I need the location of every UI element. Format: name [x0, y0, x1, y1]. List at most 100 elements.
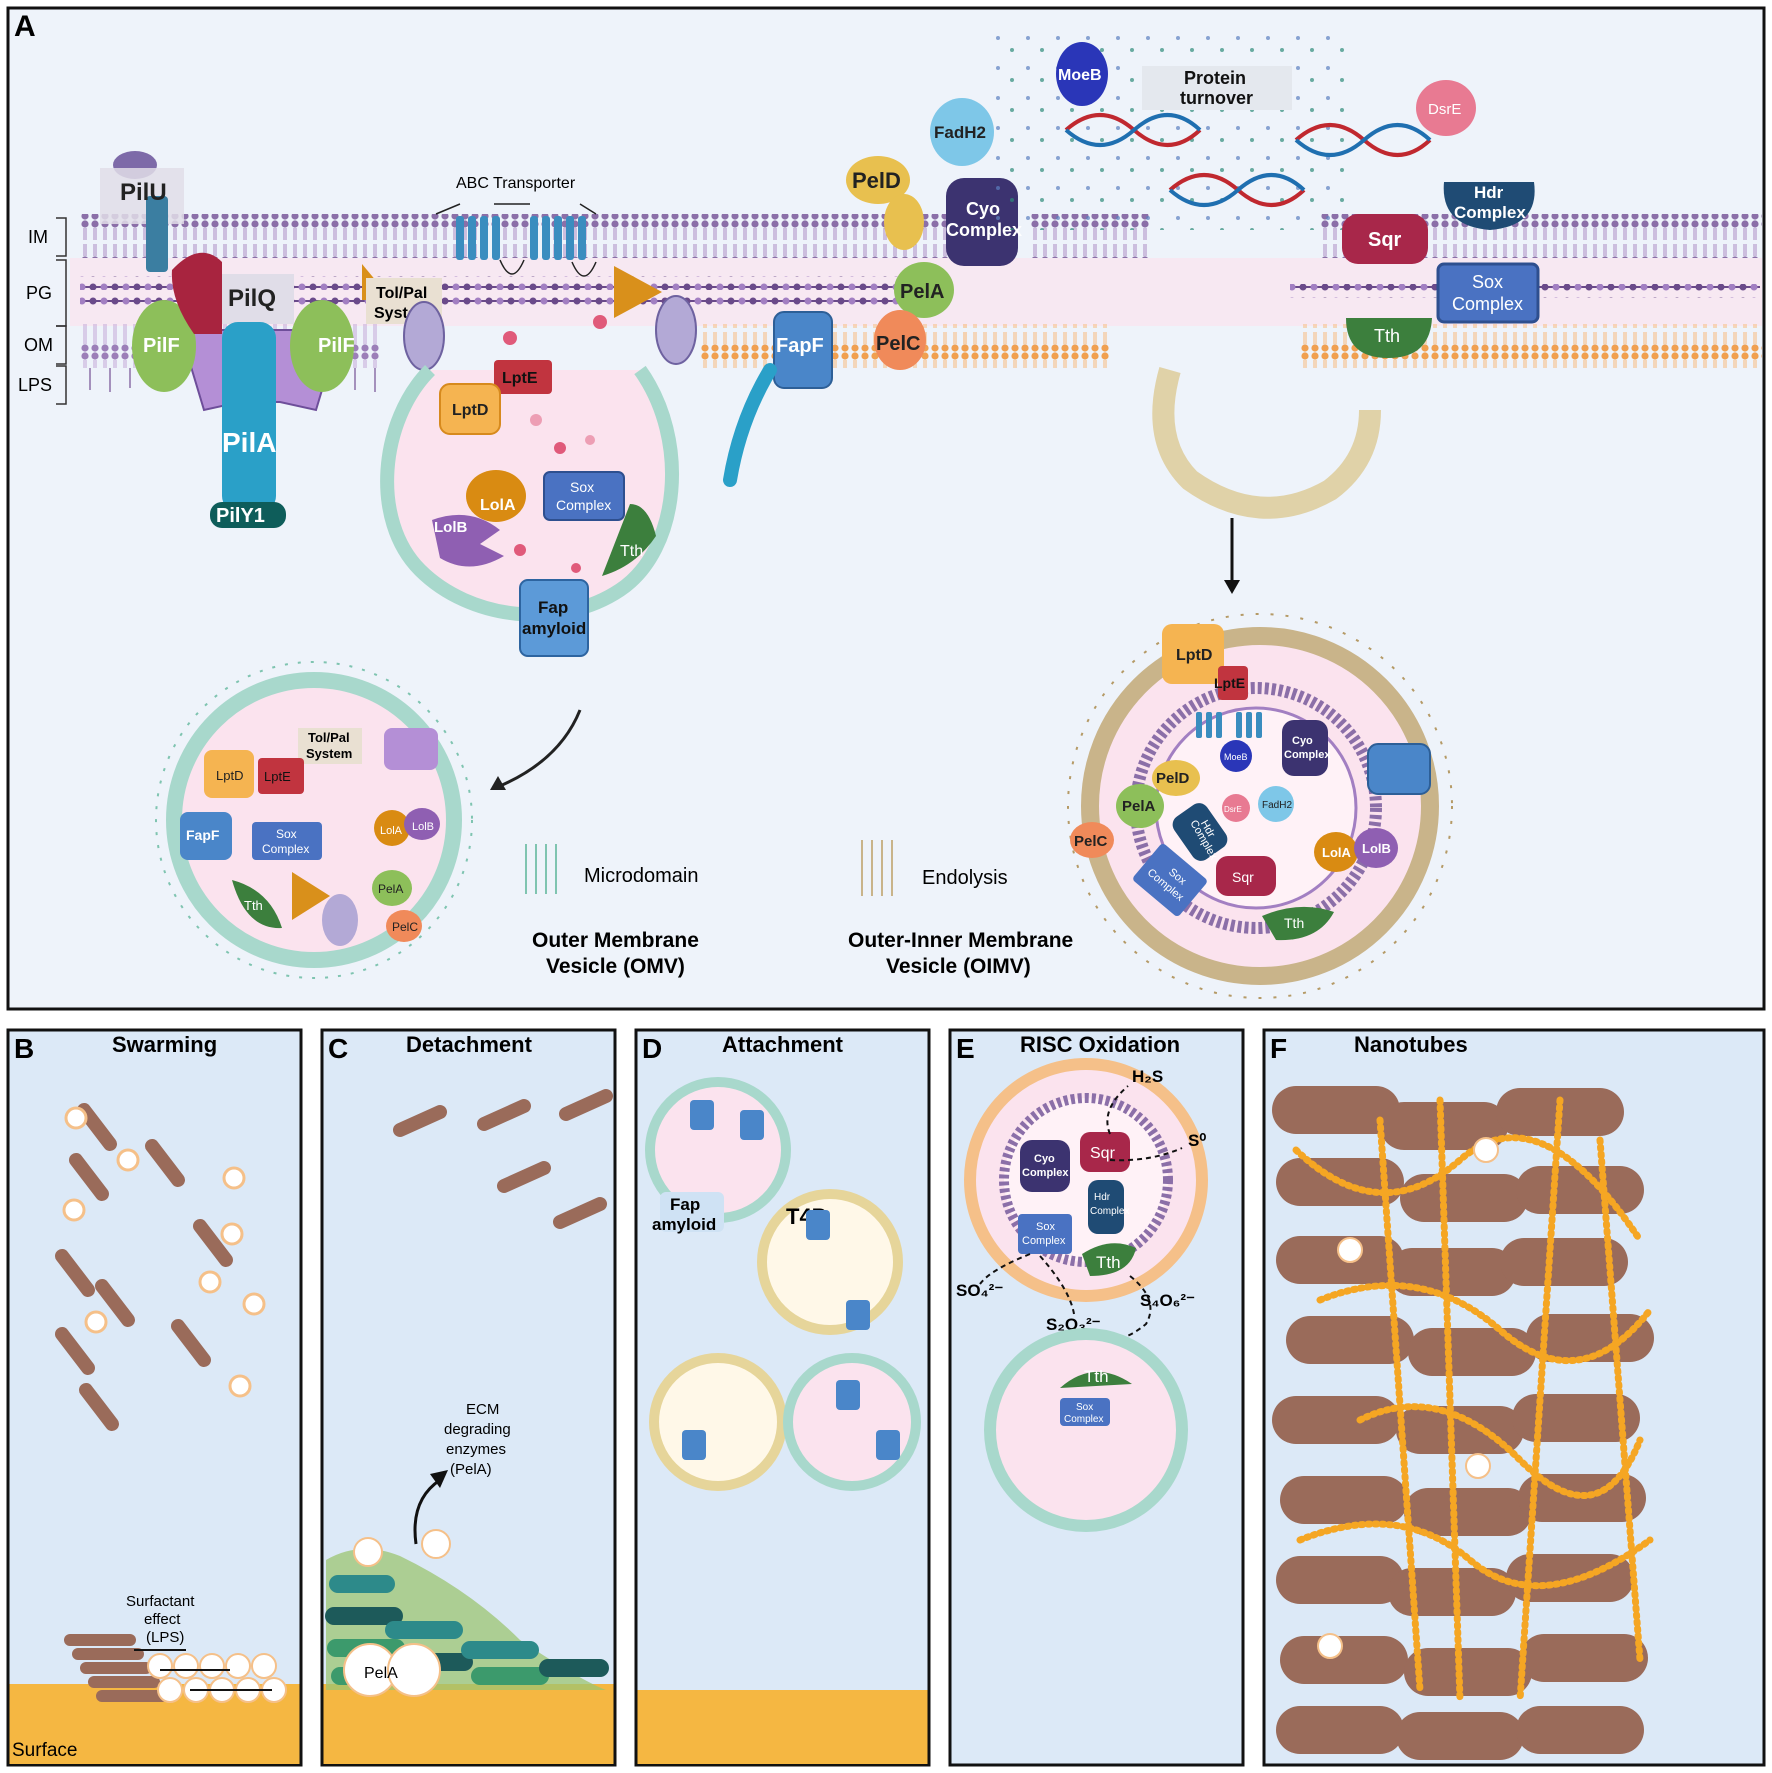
- s4o6-label: S₄O₆²⁻: [1140, 1291, 1195, 1310]
- omv-bud-membrane: [380, 365, 679, 622]
- omv-tolpal-box: [298, 728, 362, 764]
- surfactant-label-3: (LPS): [146, 1629, 184, 1646]
- microdomain-label: Microdomain: [584, 865, 698, 887]
- d-fap-label-2: amyloid: [652, 1215, 716, 1234]
- pilf-left: [132, 300, 196, 392]
- lpte-label: LptE: [502, 370, 538, 387]
- oimv-peld-label: PelD: [1156, 770, 1190, 787]
- oimv-hdr: [1172, 803, 1228, 861]
- omv-tolpal-1: Tol/Pal: [308, 730, 350, 745]
- omv-sox-2: Complex: [262, 842, 309, 856]
- hdr-complex: [1443, 182, 1535, 230]
- d-vesicle-3: [649, 1353, 787, 1491]
- pilf-right: [290, 300, 354, 392]
- oimv-lolb: [1354, 828, 1398, 868]
- pelc-label: PelC: [876, 333, 920, 355]
- red-protein: [171, 252, 222, 334]
- oimv-lptd: [1162, 624, 1224, 684]
- oimv-abc: [1196, 712, 1262, 738]
- omv-title-1: Outer Membrane: [532, 929, 699, 952]
- abc-loops: [435, 203, 597, 277]
- panel-f-letter: F: [1270, 1033, 1287, 1064]
- surface-vesicles: [147, 1653, 287, 1703]
- omv-pilq: [384, 728, 438, 770]
- oimv-pelc-label: PelC: [1074, 833, 1108, 850]
- oimv-sqr: [1216, 856, 1276, 896]
- sox-box-right: [1436, 262, 1540, 324]
- omv-lptd: [204, 750, 254, 798]
- turnover-label-2: turnover: [1180, 88, 1253, 108]
- c-vesicles: [343, 1529, 451, 1697]
- sqr-box: [1342, 214, 1428, 264]
- omv-lpte-label: LptE: [264, 769, 291, 784]
- hdr-label-2: Complex: [1454, 203, 1526, 222]
- lolb-protein: [432, 514, 504, 567]
- oimv-outer-spikes: [1067, 613, 1453, 999]
- tth-omv-label: Tth: [620, 543, 643, 560]
- omv-triangle: [292, 872, 330, 920]
- surface-label: Surface: [12, 1740, 77, 1761]
- oimv-moeb-label: MoeB: [1224, 752, 1248, 762]
- e-sqr: [1080, 1132, 1130, 1172]
- e-tth-label: Tth: [1096, 1253, 1121, 1272]
- moeb-protein: [1056, 42, 1108, 106]
- oimv-pela: [1116, 784, 1164, 828]
- oimv-tth-label: Tth: [1284, 915, 1304, 931]
- fap-amyloid-box: [519, 579, 589, 657]
- omv-lolb: [404, 808, 440, 840]
- endolysis-label: Endolysis: [922, 867, 1008, 889]
- omv-pela-label: PelA: [378, 882, 403, 896]
- d-barrels: [682, 1100, 900, 1460]
- swarming-cells: [55, 1103, 233, 1431]
- oimv-sqr-label: Sqr: [1232, 869, 1254, 885]
- panel-c-title: Detachment: [406, 1032, 533, 1057]
- pilu-label: PilU: [120, 179, 167, 206]
- turnover-box: [1142, 66, 1292, 110]
- omv-lola: [374, 810, 410, 846]
- e-omv-tth: [1060, 1371, 1132, 1388]
- fap-label-1: Fap: [538, 598, 568, 617]
- surfactant-label-2: effect: [144, 1611, 181, 1628]
- panel-d-surface: [637, 1690, 928, 1764]
- sox-box-omv: [543, 471, 625, 521]
- e-omv-sox-label-1: Sox: [1076, 1402, 1093, 1413]
- pilq-label: PilQ: [228, 285, 276, 312]
- detached-cells: [393, 1089, 613, 1229]
- omv-lptd-label: LptD: [216, 768, 243, 783]
- pela-label: PelA: [900, 281, 944, 303]
- omv-tth: [232, 880, 282, 929]
- turnover-label-1: Protein: [1184, 68, 1246, 88]
- microdomain-legend-icon: [525, 844, 557, 894]
- e-hdr: [1088, 1180, 1124, 1234]
- fadh2-label: FadH2: [934, 123, 986, 142]
- d-fap-label-1: Fap: [670, 1195, 700, 1214]
- oimv-cyo-label-2: Complex: [1284, 749, 1331, 761]
- oimv-lpte: [1218, 666, 1248, 700]
- ecm-label-4: (PelA): [450, 1461, 492, 1478]
- oimv-tth: [1262, 906, 1334, 941]
- omv-lolb-label: LolB: [412, 821, 434, 833]
- ecm-label-1: ECM: [466, 1401, 499, 1418]
- omv-barrel-2: [322, 894, 358, 946]
- nanotube-vesicles: [1317, 1137, 1499, 1659]
- d-vesicle-4: [783, 1353, 921, 1491]
- d-fap-box: [660, 1192, 724, 1232]
- tth-omv: [602, 504, 656, 576]
- dsre-protein: [1416, 80, 1476, 136]
- omv-fapf-label: FapF: [186, 827, 220, 843]
- oimv-cyo-label-1: Cyo: [1292, 735, 1313, 747]
- fapf-label: FapF: [776, 335, 824, 357]
- sox-right-label-2: Complex: [1452, 294, 1523, 314]
- omv-barrel: [655, 295, 697, 365]
- oimv-lola-label: LolA: [1322, 845, 1351, 860]
- oimv-fapf: [1367, 743, 1431, 795]
- e-hdr-label-1: Hdr: [1094, 1192, 1111, 1203]
- e-omv-sox: [1060, 1398, 1110, 1426]
- pily1-tip: [210, 502, 286, 528]
- nanotube-cells: [1272, 1086, 1654, 1760]
- label-lps: LPS: [18, 375, 52, 395]
- oimv-lola: [1314, 832, 1358, 872]
- endolysis-arrowhead: [1224, 580, 1240, 594]
- omv-pela: [372, 870, 412, 906]
